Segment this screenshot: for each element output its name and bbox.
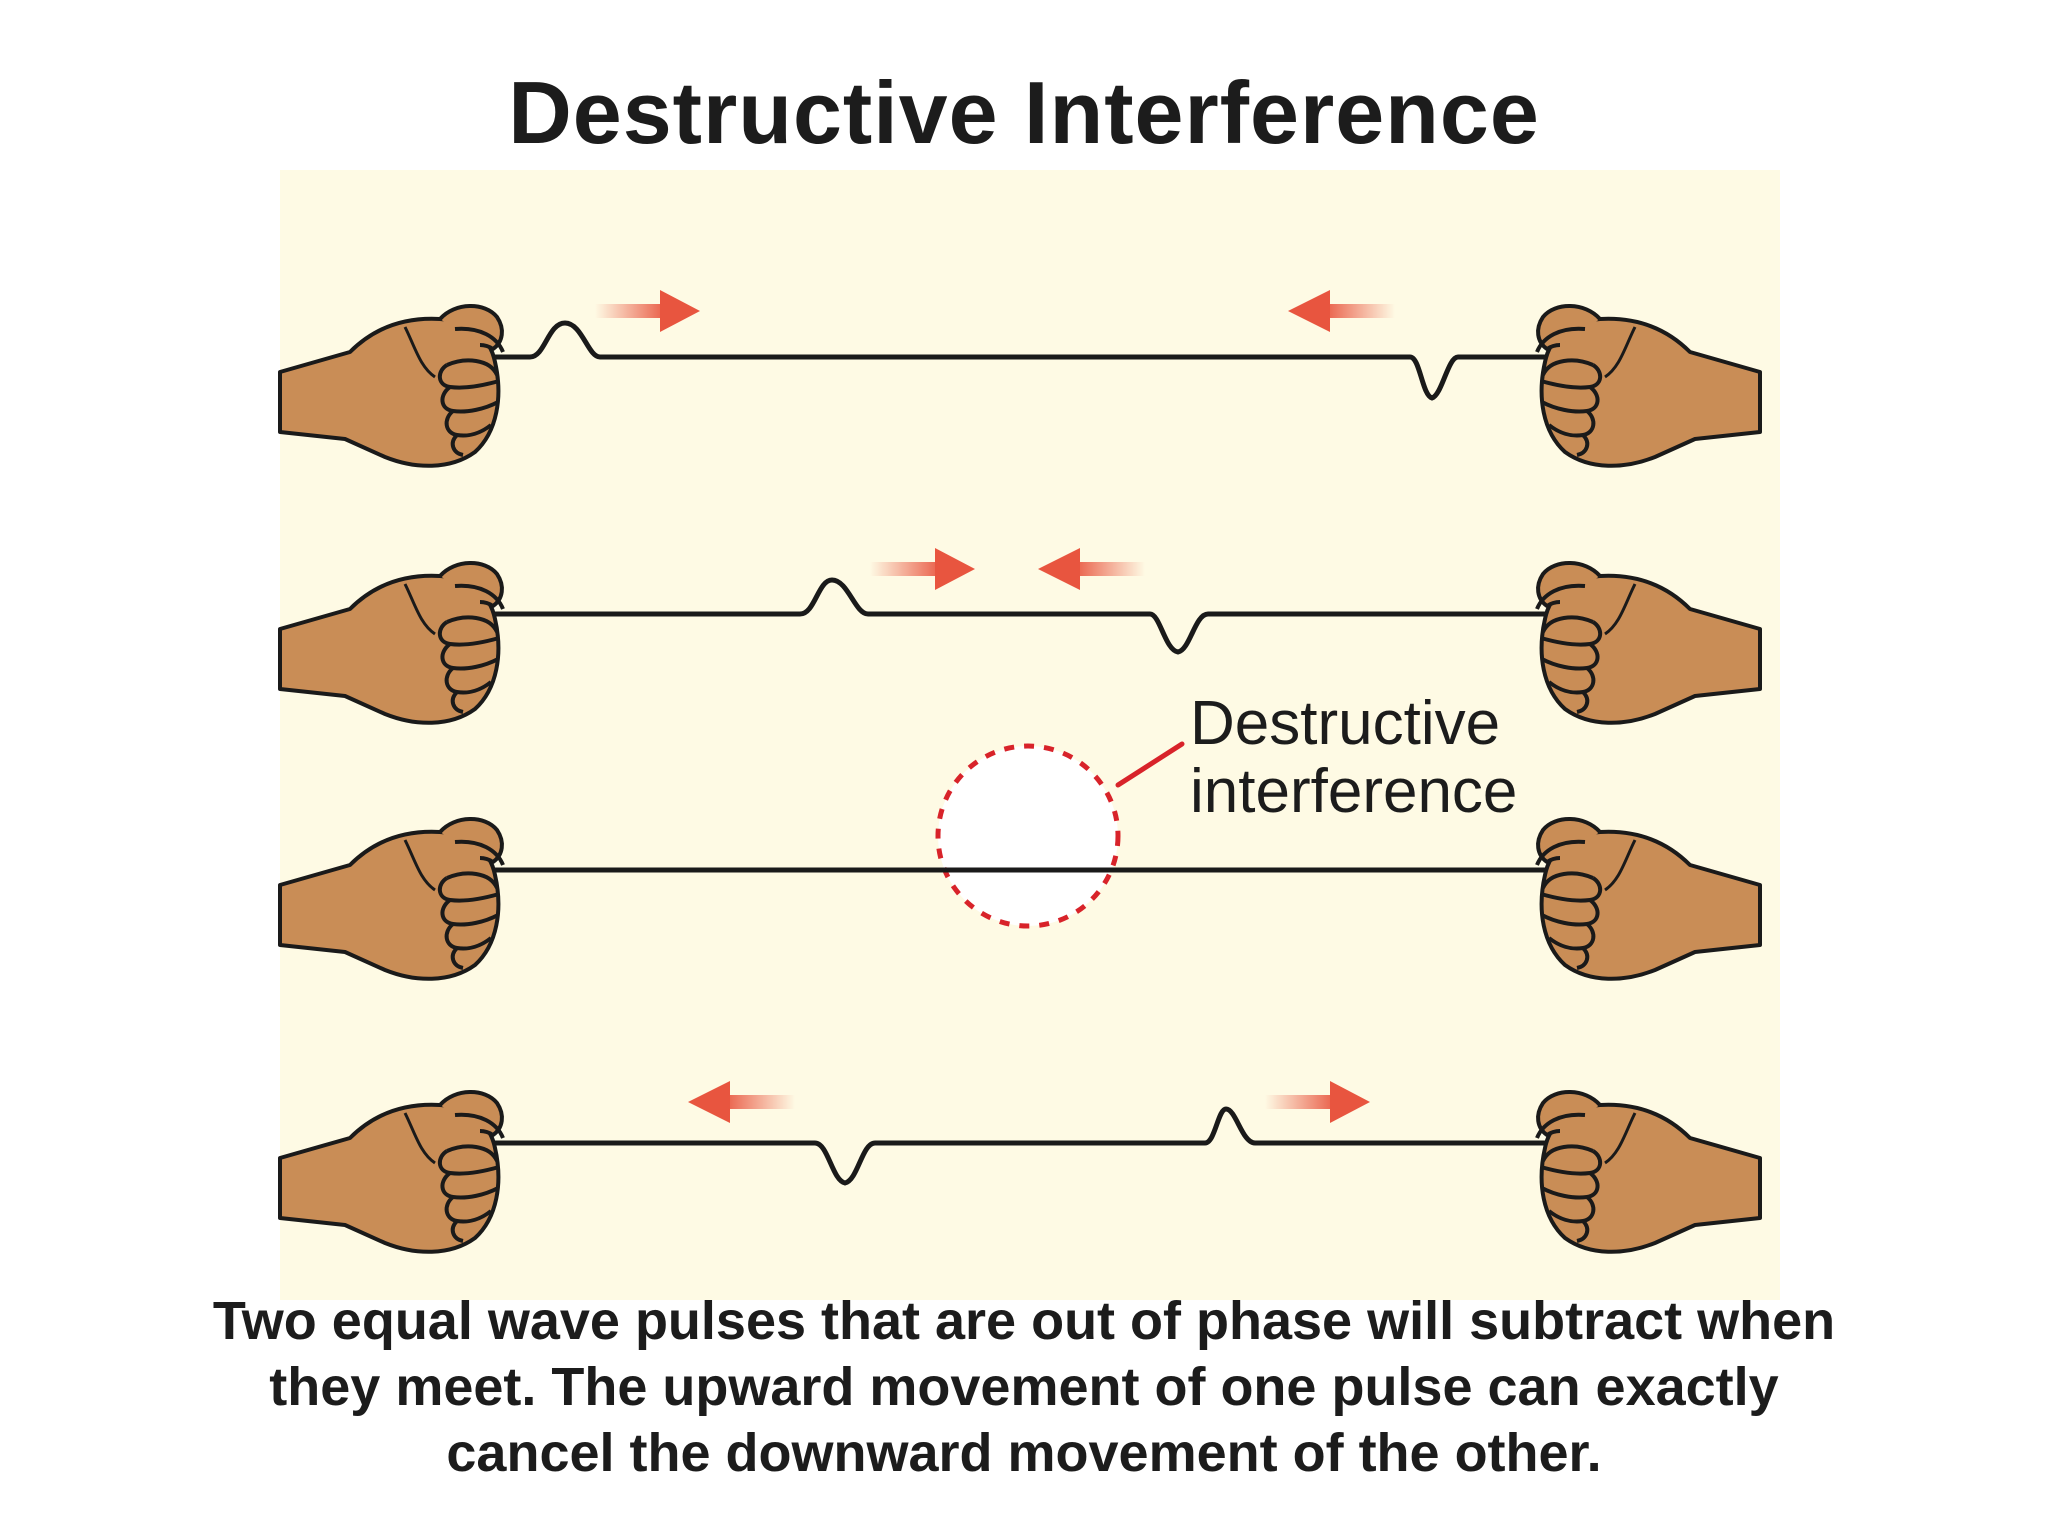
callout-label: Destructive interference bbox=[1190, 690, 1517, 826]
rope-1 bbox=[462, 320, 1578, 401]
caption-line-1: Two equal wave pulses that are out of ph… bbox=[212, 1291, 1836, 1351]
hand-icon bbox=[278, 303, 505, 468]
arrow-left-icon bbox=[1038, 548, 1145, 590]
arrow-right-icon bbox=[870, 548, 975, 590]
pulse-row-4 bbox=[278, 1081, 1762, 1254]
pulse-row-1 bbox=[278, 290, 1762, 468]
arrow-left-icon bbox=[1288, 290, 1395, 332]
hand-icon bbox=[278, 816, 505, 981]
caption-line-3: cancel the downward movement of the othe… bbox=[446, 1423, 1602, 1483]
hand-icon bbox=[1535, 816, 1762, 981]
rope-2 bbox=[462, 577, 1578, 655]
pulse-row-2 bbox=[278, 548, 1762, 725]
interference-callout-circle bbox=[935, 743, 1121, 929]
callout-label-line-2: interference bbox=[1190, 757, 1518, 826]
hand-icon bbox=[1535, 303, 1762, 468]
caption-line-2: they meet. The upward movement of one pu… bbox=[269, 1357, 1779, 1417]
arrow-left-icon bbox=[688, 1081, 795, 1123]
hand-icon bbox=[1535, 560, 1762, 725]
pulse-row-3 bbox=[278, 741, 1762, 981]
arrow-right-icon bbox=[595, 290, 700, 332]
hand-icon bbox=[1535, 1089, 1762, 1254]
arrow-right-icon bbox=[1265, 1081, 1370, 1123]
hand-icon bbox=[278, 560, 505, 725]
rope-4 bbox=[462, 1106, 1578, 1186]
hand-icon bbox=[278, 1089, 505, 1254]
callout-pointer bbox=[1115, 741, 1185, 788]
page-title: Destructive Interference bbox=[508, 63, 1540, 162]
callout-label-line-1: Destructive bbox=[1190, 689, 1501, 758]
caption: Two equal wave pulses that are out of ph… bbox=[60, 1288, 1988, 1486]
